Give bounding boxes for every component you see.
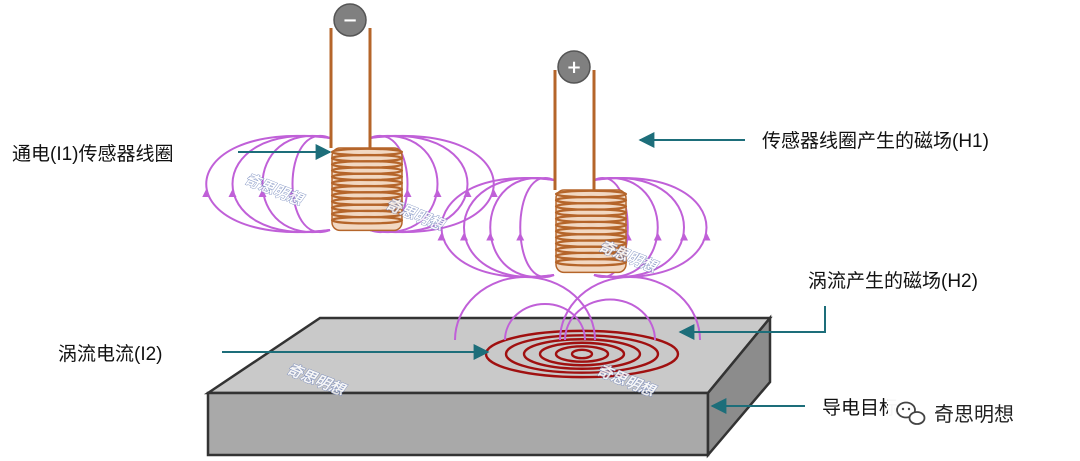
coil1-field-arrow-right-3 [489, 189, 498, 197]
coil2-field-line-left-0 [519, 177, 555, 278]
coil2-terminal-plus: + [566, 57, 581, 78]
coil1-field-line-right-1 [369, 135, 439, 233]
coil1-field-lines [202, 134, 498, 234]
eddy-ring-1 [554, 345, 610, 363]
label-coil: 通电(I1)传感器线圈 [12, 143, 174, 165]
coil1-field-line-left-3 [205, 135, 331, 233]
sensor-coil-2: + [553, 50, 628, 274]
coil2-field-line-left-1 [489, 177, 555, 278]
coil2-field-arrow-left-0 [516, 232, 525, 241]
label-eddy-current: 涡流电流(I2) [58, 343, 163, 365]
coil1-field-arrow-right-1 [433, 189, 442, 197]
coil2-terminal [557, 50, 591, 84]
coil1-field-line-left-1 [261, 135, 331, 233]
leader-eddy-field [678, 306, 826, 340]
eddy-field-arc-3 [559, 276, 701, 341]
coil1-winding-turn-11 [330, 215, 404, 225]
coil2-field-line-right-1 [593, 177, 659, 278]
coil2-field-arrow-right-2 [680, 232, 688, 241]
plate-side-face [706, 314, 772, 459]
coil1-field-arrow-right-0 [403, 189, 412, 197]
brand-name: 奇思明想 [934, 402, 1014, 426]
coil2-field-line-left-2 [463, 177, 555, 278]
label-coil-field: 传感器线圈产生的磁场(H1) [762, 130, 989, 152]
coil2-field-line-right-3 [593, 177, 708, 278]
coil2-winding-turn-11 [554, 257, 628, 267]
coil2-field-arrow-left-2 [460, 232, 468, 241]
watermark-1: 奇思明想 [243, 170, 307, 210]
eddy-field-arc-2 [454, 276, 596, 341]
eddy-field-arc-1 [564, 298, 656, 341]
sensor-coil-1: − [329, 3, 404, 232]
coil1-field-line-right-2 [369, 135, 469, 233]
wechat-icon [896, 401, 926, 425]
coil1-terminal-minus: − [342, 10, 357, 31]
leader-lines [222, 132, 826, 414]
coil2-field-line-right-2 [593, 177, 685, 278]
eddy-ring-2 [538, 341, 626, 367]
eddy-ring-0 [570, 348, 594, 360]
coil1-field-arrow-left-1 [258, 189, 267, 197]
coil1-field-arrow-left-0 [288, 189, 297, 197]
coil1-field-arrow-left-2 [228, 189, 237, 197]
coil2-field-lines [437, 177, 711, 278]
coil1-field-arrow-left-3 [202, 189, 211, 197]
coil2-field-arrow-left-1 [486, 232, 495, 241]
label-target: 导电目标 [822, 397, 898, 419]
coil1-field-line-left-0 [291, 134, 331, 234]
coil2-field-arrow-right-1 [653, 232, 662, 241]
coil1-field-line-right-3 [369, 135, 495, 233]
eddy-ring-4 [504, 334, 660, 374]
coil2-field-arrow-right-3 [702, 232, 711, 241]
eddy-field-arcs [454, 276, 701, 341]
coil2-field-line-left-3 [440, 177, 555, 278]
label-eddy-field: 涡流产生的磁场(H2) [808, 270, 978, 292]
coil1-field-arrow-right-2 [463, 189, 472, 197]
brand-badge: 奇思明想 [888, 393, 1070, 431]
coil1-field-line-left-2 [231, 135, 331, 233]
plate-front-face [206, 391, 710, 457]
eddy-ring-3 [522, 338, 642, 370]
plate-top-face [203, 316, 773, 395]
coil1-terminal [333, 3, 367, 37]
coil2-field-arrow-left-3 [437, 232, 446, 241]
eddy-field-arc-0 [504, 303, 586, 341]
conductive-plate [203, 314, 773, 459]
